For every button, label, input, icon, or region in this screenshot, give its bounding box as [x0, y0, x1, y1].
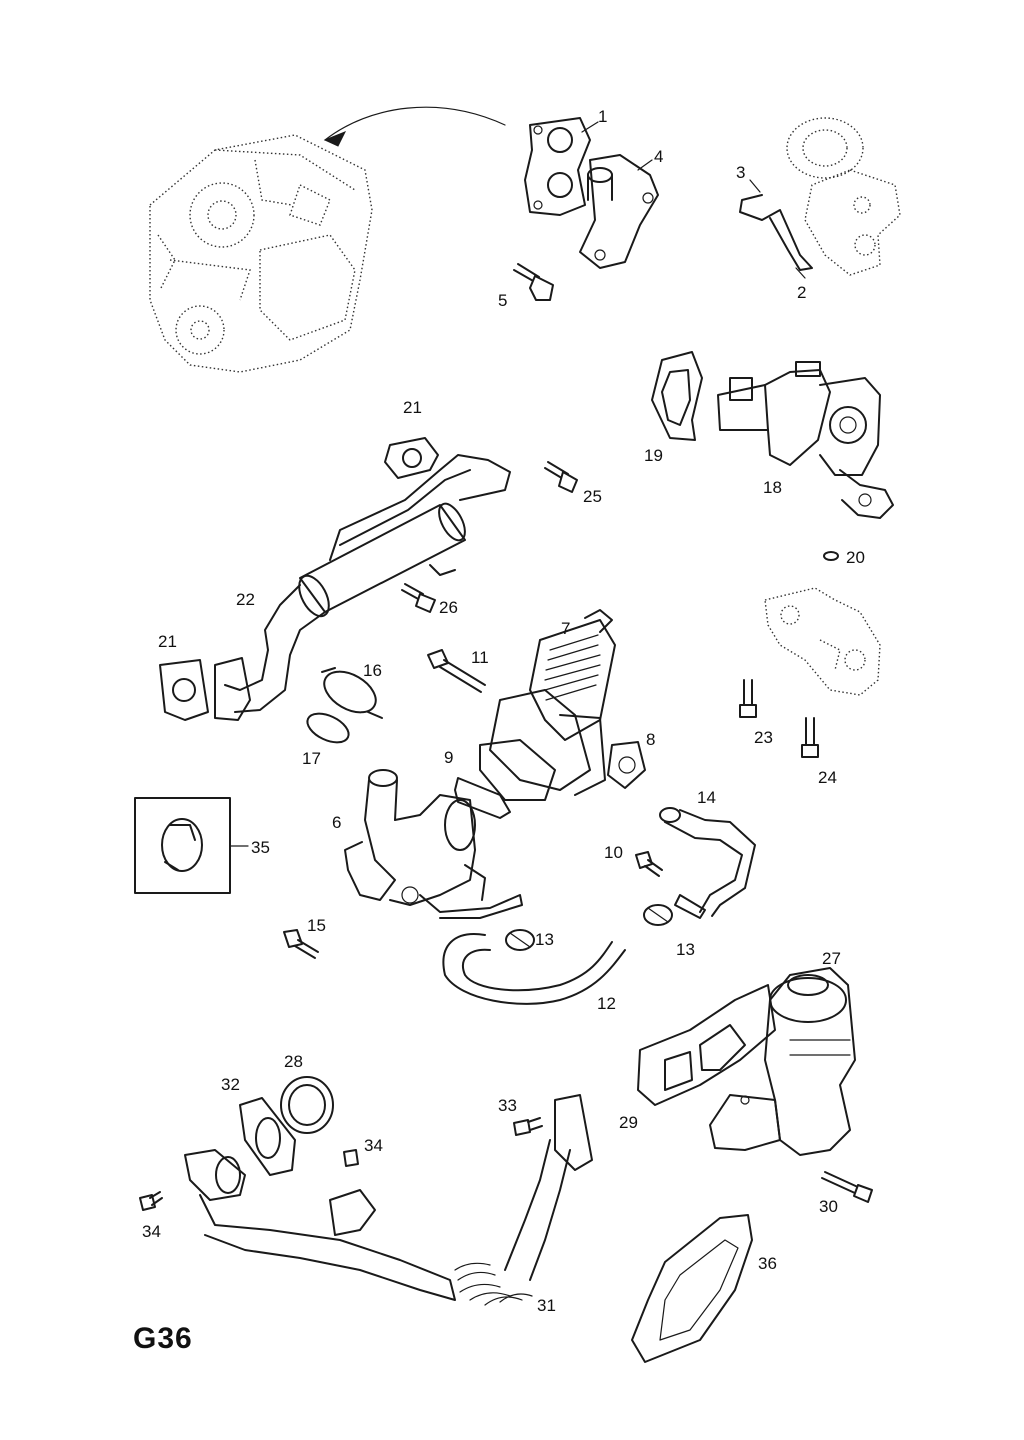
part-35-clip [161, 818, 203, 872]
part-31-egr-pipe [184, 1094, 593, 1306]
part-34-bolt-lower [139, 1191, 163, 1211]
callout-8: 8 [646, 730, 656, 749]
part-13-clamp-right [643, 904, 673, 926]
callout-30: 30 [819, 1197, 838, 1216]
callout-28: 28 [284, 1052, 303, 1071]
part-7-egr-valve [479, 609, 616, 801]
part-19-gasket [651, 351, 703, 441]
part-29-gasket [637, 984, 776, 1106]
callout-22: 22 [236, 590, 255, 609]
callout-13b: 13 [676, 940, 695, 959]
callout-6: 6 [332, 813, 342, 832]
callout-16: 16 [363, 661, 382, 680]
part-26-bolt [401, 583, 436, 613]
callout-32: 32 [221, 1075, 240, 1094]
part-35-box [134, 797, 231, 894]
part-17-seal [306, 712, 350, 744]
callout-33: 33 [498, 1096, 517, 1115]
callout-34b: 34 [142, 1222, 161, 1241]
part-10-bolt [635, 851, 663, 877]
part-23-bolt [739, 679, 757, 718]
part-33-fitting [513, 1117, 543, 1136]
part-24-bolt [801, 717, 819, 758]
part-32-gasket [239, 1097, 296, 1176]
part-11-bolt [427, 649, 486, 693]
callout-18: 18 [763, 478, 782, 497]
callout-21b: 21 [158, 632, 177, 651]
callout-34a: 34 [364, 1136, 383, 1155]
callout-2: 2 [797, 283, 807, 302]
part-28-gasket [280, 1076, 334, 1134]
part-21-gasket-upper [384, 437, 439, 479]
callout-7: 7 [561, 619, 571, 638]
callout-9: 9 [444, 748, 454, 767]
part-16-clamp [321, 667, 383, 719]
callout-24: 24 [818, 768, 837, 787]
part-15-bolt [283, 929, 319, 959]
callout-5: 5 [498, 291, 508, 310]
part-25-bolt [544, 461, 578, 493]
part-5-bolt [513, 263, 554, 301]
callout-1: 1 [598, 107, 608, 126]
engine-illustration [149, 134, 373, 373]
callout-15: 15 [307, 916, 326, 935]
callout-35: 35 [251, 838, 270, 857]
part-2-hose [739, 194, 813, 271]
callout-27: 27 [822, 949, 841, 968]
engine-arrow [324, 106, 506, 141]
callout-13a: 13 [535, 930, 554, 949]
callout-19: 19 [644, 446, 663, 465]
part-13-clamp-left [505, 929, 535, 951]
part-2-3-vacuum-valve [786, 117, 901, 276]
part-21-gasket-lower [159, 659, 209, 721]
part-27-egr-unit [709, 967, 856, 1156]
callout-10: 10 [604, 843, 623, 862]
part-1-gasket [524, 117, 591, 216]
arrow-head-icon [323, 131, 347, 147]
callout-36: 36 [758, 1254, 777, 1273]
callout-12: 12 [597, 994, 616, 1013]
callout-21a: 21 [403, 398, 422, 417]
dotted-housing [764, 587, 881, 696]
callout-11: 11 [471, 648, 489, 667]
part-6-housing [344, 769, 523, 919]
part-9-gasket [454, 777, 511, 819]
diagram-code: G36 [133, 1322, 193, 1355]
callout-14: 14 [697, 788, 716, 807]
part-18-egr-valve [717, 361, 894, 519]
part-14-pipe [659, 807, 756, 919]
callout-31: 31 [537, 1296, 556, 1315]
part-4-flange [579, 154, 659, 269]
callout-29: 29 [619, 1113, 638, 1132]
part-36-cover [631, 1214, 753, 1363]
part-12-hose [442, 933, 626, 1005]
part-8-gasket [607, 741, 646, 789]
part-22-egr-cooler [214, 454, 511, 721]
part-30-bolt [821, 1171, 873, 1203]
callout-3: 3 [736, 163, 746, 182]
callout-26: 26 [439, 598, 458, 617]
callout-20: 20 [846, 548, 865, 567]
callout-23: 23 [754, 728, 773, 747]
part-34-bolt-upper [343, 1149, 359, 1167]
callout-4: 4 [654, 147, 664, 166]
part-20-o-ring [823, 551, 839, 561]
callout-17: 17 [302, 749, 321, 768]
callout-25: 25 [583, 487, 602, 506]
